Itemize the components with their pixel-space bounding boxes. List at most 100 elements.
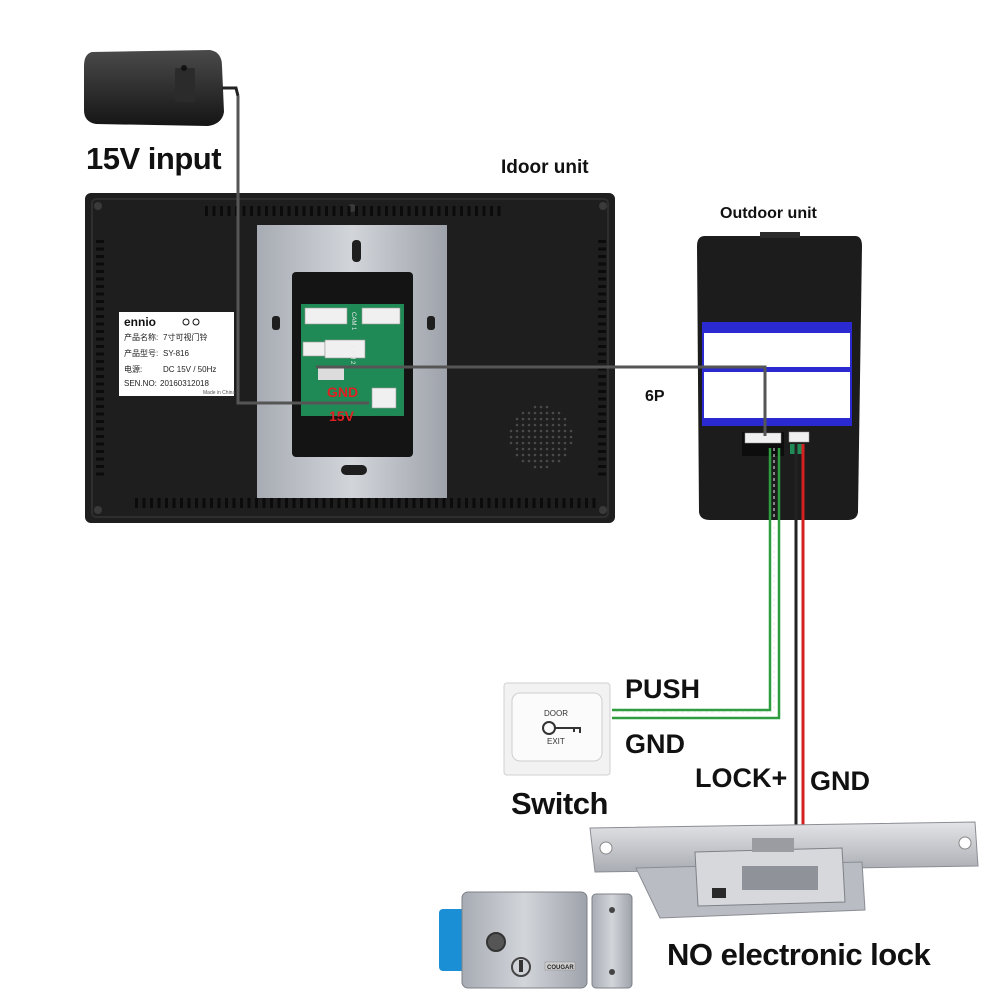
vent-slot — [96, 397, 104, 401]
vent-slot — [96, 435, 104, 438]
vent-slot — [598, 450, 606, 453]
speaker-hole — [533, 447, 537, 451]
vent-slot — [502, 498, 506, 508]
vent-slot — [315, 498, 318, 508]
exit-switch: DOOR EXIT — [503, 682, 611, 776]
speaker-hole — [527, 459, 531, 463]
vent-slot — [598, 277, 606, 281]
vent-slot — [96, 390, 104, 393]
vent-slot — [445, 206, 448, 216]
speaker-hole — [563, 453, 567, 457]
vent-slot — [285, 498, 288, 508]
vent-slot — [598, 315, 606, 318]
vent-slot — [96, 330, 104, 333]
speaker-hole — [515, 447, 519, 451]
vent-slot — [467, 206, 471, 216]
vent-slot — [598, 330, 606, 333]
vent-slot — [242, 206, 246, 216]
speaker-hole — [557, 441, 561, 445]
vent-slot — [322, 498, 326, 508]
speaker-hole — [569, 441, 573, 445]
vent-slot — [598, 435, 606, 438]
vent-slot — [212, 206, 216, 216]
speaker-hole — [533, 405, 537, 409]
vent-slot — [430, 206, 433, 216]
vent-slot — [347, 206, 351, 216]
vent-slot — [598, 472, 606, 476]
exit-door-text: DOOR — [544, 709, 568, 718]
speaker-hole — [557, 417, 561, 421]
speaker-hole — [533, 453, 537, 457]
vent-slot — [577, 498, 581, 508]
speaker-hole — [545, 441, 549, 445]
vent-slot — [360, 498, 363, 508]
vent-slot — [450, 498, 453, 508]
speaker-hole — [551, 411, 555, 415]
vent-slot — [598, 427, 606, 431]
vent-slot — [598, 420, 606, 423]
lock-plus-label: LOCK+ — [695, 763, 788, 793]
vent-slot — [420, 498, 423, 508]
speaker-hole — [551, 447, 555, 451]
speaker-hole — [527, 411, 531, 415]
vent-slot — [598, 405, 606, 408]
vent-slot — [165, 498, 168, 508]
speaker-hole — [539, 435, 543, 439]
vent-slot — [407, 206, 411, 216]
nameplate-brand: ennio — [124, 315, 156, 329]
speaker-hole — [521, 435, 525, 439]
vent-slot — [96, 255, 104, 258]
speaker-hole — [563, 417, 567, 421]
vent-slot — [96, 367, 104, 371]
vent-slot — [150, 498, 153, 508]
nameplate-serial-value: 20160312018 — [160, 379, 209, 388]
vent-slot — [362, 206, 366, 216]
no-electronic-lock-label: NO electronic lock — [667, 937, 931, 972]
vent-slot — [598, 255, 606, 258]
gnd-terminal-label: GND — [327, 384, 358, 400]
speaker-hole — [509, 441, 513, 445]
speaker-hole — [509, 435, 513, 439]
vent-slot — [96, 345, 104, 348]
vent-slot — [96, 405, 104, 408]
vent-slot — [96, 420, 104, 423]
vent-slots-right — [598, 240, 606, 476]
speaker-hole — [527, 435, 531, 439]
vent-slot — [232, 498, 236, 508]
speaker-hole — [551, 423, 555, 427]
speaker-hole — [521, 453, 525, 457]
vent-slot — [96, 285, 104, 288]
speaker-hole — [545, 417, 549, 421]
vent-slot — [367, 498, 371, 508]
wire-6p — [316, 365, 767, 436]
speaker-hole — [539, 417, 543, 421]
vent-slot — [227, 206, 231, 216]
vent-slot — [598, 375, 606, 378]
vent-slot — [510, 498, 513, 508]
vent-slot — [96, 315, 104, 318]
speaker-hole — [539, 453, 543, 457]
vent-slot — [96, 457, 104, 461]
speaker-hole — [527, 441, 531, 445]
vent-slot — [195, 498, 198, 508]
vent-slot — [157, 498, 161, 508]
speaker-hole — [557, 423, 561, 427]
speaker-hole — [569, 435, 573, 439]
vent-slot — [330, 498, 333, 508]
speaker-hole — [539, 441, 543, 445]
speaker-hole — [539, 429, 543, 433]
vent-slot — [295, 206, 298, 216]
vent-slot — [490, 206, 493, 216]
vent-slot — [392, 206, 396, 216]
vent-slot — [598, 465, 606, 468]
deadbolt-brand: COUGAR — [547, 965, 574, 971]
vent-slot — [517, 498, 521, 508]
vent-slot — [598, 345, 606, 348]
speaker-hole — [521, 423, 525, 427]
vent-slot — [460, 206, 463, 216]
vent-slot — [172, 498, 176, 508]
vent-slot — [96, 352, 104, 356]
vent-slot — [540, 498, 543, 508]
speaker-hole — [551, 435, 555, 439]
speaker-hole — [545, 453, 549, 457]
